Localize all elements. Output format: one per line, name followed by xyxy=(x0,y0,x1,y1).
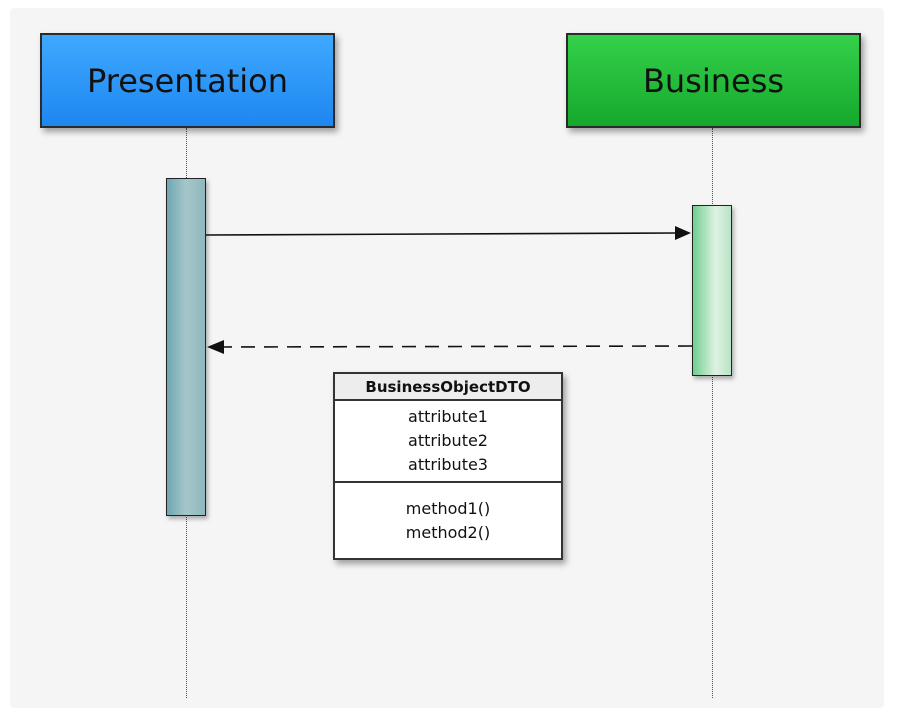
dto-attributes: attribute1 attribute2 attribute3 xyxy=(335,401,561,483)
dto-class-box: BusinessObjectDTO attribute1 attribute2 … xyxy=(333,372,563,560)
business-actor-label: Business xyxy=(642,61,785,100)
request-message-arrow xyxy=(205,226,691,240)
dto-method: method1() xyxy=(405,499,491,518)
presentation-actor-label: Presentation xyxy=(87,61,288,100)
dto-method: method2() xyxy=(405,523,491,542)
presentation-actor: Presentation xyxy=(40,33,335,128)
dto-methods: method1() method2() xyxy=(335,483,561,558)
dto-attribute: attribute3 xyxy=(408,455,488,474)
dto-attribute: attribute2 xyxy=(408,431,488,450)
business-lifeline xyxy=(712,128,713,698)
presentation-activation-bar xyxy=(166,178,206,516)
dto-class-name: BusinessObjectDTO xyxy=(335,374,561,401)
dto-attribute: attribute1 xyxy=(408,407,488,426)
return-message-arrow xyxy=(207,340,693,354)
business-actor: Business xyxy=(566,33,861,128)
business-activation-bar xyxy=(692,205,732,376)
